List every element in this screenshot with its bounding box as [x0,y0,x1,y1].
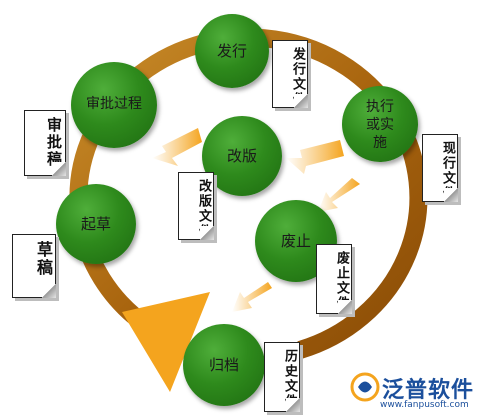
doc-current: 现行文件 [422,134,458,202]
brand-name: 泛普软件 [382,378,475,403]
doc-revise-text: 改版文件 [196,179,211,239]
node-execute: 执行或实施 [342,86,418,162]
doc-draft-text: 草稿 [34,241,53,277]
doc-obsolete: 废止文件 [316,244,352,314]
node-obsolete-label: 废止 [280,232,311,250]
node-approval: 审批过程 [71,62,157,148]
node-revise-label: 改版 [226,147,257,165]
node-draft-label: 起草 [80,215,111,233]
node-execute-label: 执行或实施 [366,99,394,151]
brand-logo: 泛普软件 www.fanpusoft.com [350,370,475,415]
doc-draft: 草稿 [12,234,56,298]
node-archive: 归档 [183,324,265,406]
doc-approval-text: 审批稿 [45,117,63,168]
cycle-arrowhead [122,292,210,392]
doc-revise: 改版文件 [178,172,214,240]
doc-issue: 发行文件 [272,40,308,108]
node-archive-label: 归档 [208,356,239,374]
node-approval-label: 审批过程 [86,96,142,112]
doc-current-text: 现行文件 [440,141,455,201]
doc-history-text: 历史文件 [282,349,297,409]
arrow-revise-to-approval [152,128,202,166]
brand-url: www.fanpusoft.com [380,400,469,410]
node-issue: 发行 [195,14,269,88]
doc-obsolete-text: 废止文件 [334,251,349,311]
node-issue-label: 发行 [216,42,247,60]
node-draft: 起草 [56,184,136,264]
node-revise: 改版 [202,116,282,196]
doc-history: 历史文件 [264,342,300,412]
arrow-execute-to-revise [286,140,344,174]
brand-mark-icon [350,372,380,402]
arrow-obsolete-to-archive [232,282,272,312]
doc-approval: 审批稿 [24,110,66,176]
doc-issue-text: 发行文件 [290,47,305,107]
arrow-execute-to-obsolete [318,178,360,212]
